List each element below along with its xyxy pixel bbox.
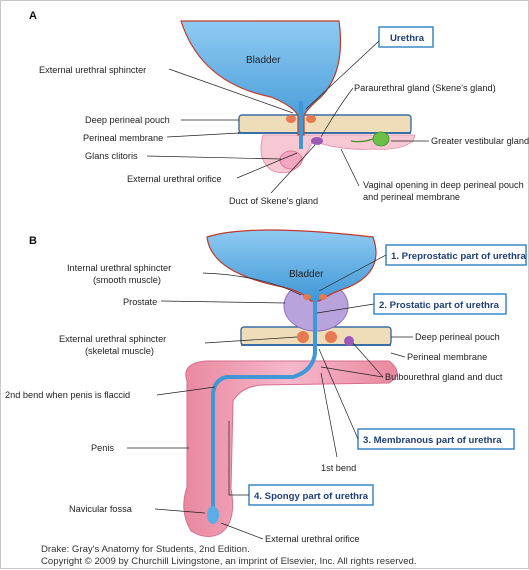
b-penis-label: Penis [91,443,114,453]
panel-a-letter: A [29,10,37,22]
ext-sphincter-left-shape [297,331,309,343]
a-vaginal-label-1: Vaginal opening in deep perineal pouch [363,180,524,190]
b-ext-sphincter-label-1: External urethral sphincter [59,334,166,344]
membranous-box-label: 3. Membranous part of urethra [363,435,502,446]
panel-a-sphincter-left [286,115,296,123]
b-second-bend-label: 2nd bend when penis is flaccid [5,390,130,400]
a-ext-orifice-label: External urethral orifice [127,174,221,184]
b-prostate-label: Prostate [123,297,157,307]
a-vaginal-label-2: and perineal membrane [363,192,460,202]
skene-gland-shape [311,137,323,145]
b-ext-orifice-label: External urethral orifice [265,534,359,544]
preprostatic-box-label: 1. Preprostatic part of urethra [391,251,527,262]
b-ext-sphincter-label-2: (skeletal muscle) [85,346,154,356]
b-int-sphincter-label-2: (smooth muscle) [93,275,161,285]
caption-copyright: Copyright © 2009 by Churchill Livingston… [41,556,417,567]
glans-clitoris-shape [280,151,302,169]
a-deep-pouch-label: Deep perineal pouch [85,115,170,125]
greater-vestibular-gland-shape [373,132,389,146]
urethra-box-label: Urethra [390,33,425,44]
ext-sphincter-right-shape [325,331,337,343]
spongy-box-label: 4. Spongy part of urethra [254,491,369,502]
b-bulbourethral-label: Bulbourethral gland and duct [385,372,503,382]
panel-b-bladder-label: Bladder [289,269,324,280]
panel-a-sphincter-right [306,115,316,123]
b-deep-pouch-label: Deep perineal pouch [415,332,500,342]
panel-a-urethra [299,101,303,149]
a-glans-clitoris-label: Glans clitoris [85,151,138,161]
a-paraurethral-label: Paraurethral gland (Skene's gland) [354,83,496,93]
b-perineal-membrane-label: Perineal membrane [407,352,487,362]
panel-b-letter: B [29,235,37,247]
bulbourethral-gland-shape [344,336,354,346]
a-duct-skene-label: Duct of Skene's gland [229,196,318,206]
panel-a-bladder-label: Bladder [246,55,281,66]
a-greater-vestibular-label: Greater vestibular gland [431,136,529,146]
a-perineal-membrane-label: Perineal membrane [83,133,163,143]
caption-source: Drake: Gray's Anatomy for Students, 2nd … [41,544,250,555]
b-navicular-label: Navicular fossa [69,504,133,514]
b-int-sphincter-label-1: Internal urethral sphincter [67,263,171,273]
prostatic-box-label: 2. Prostatic part of urethra [379,300,500,311]
navicular-fossa-shape [207,506,219,524]
a-ext-sphincter-label: External urethral sphincter [39,65,146,75]
panel-a-perineal-block [238,115,415,173]
b-first-bend-label: 1st bend [321,463,356,473]
